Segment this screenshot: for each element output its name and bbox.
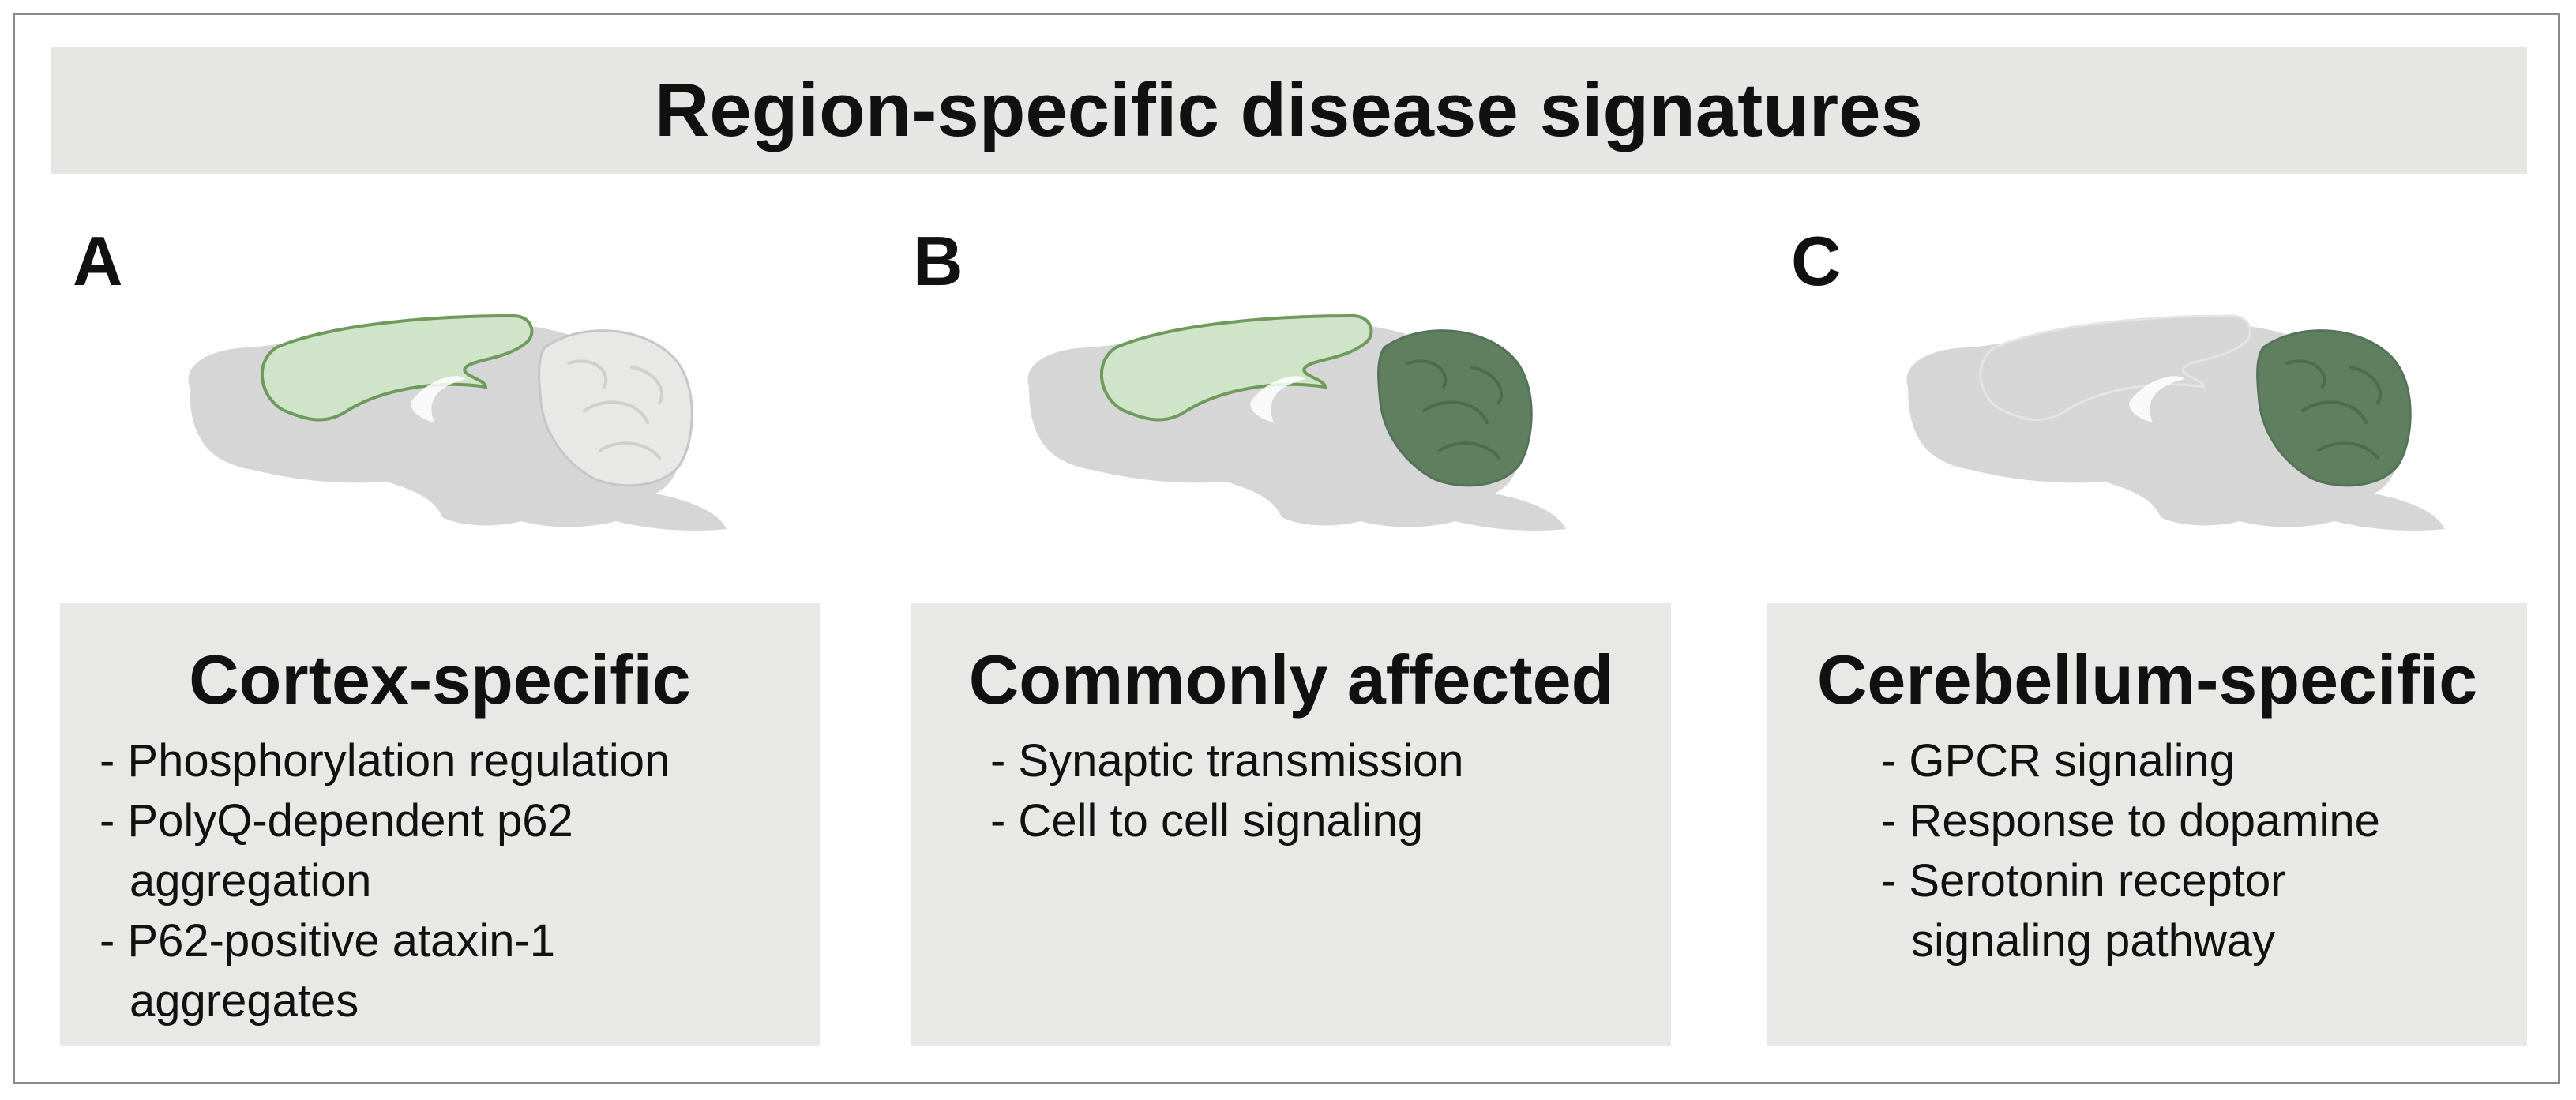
brain-illustration-b (1027, 313, 1566, 531)
panel-box-a: Cortex-specific - Phosphorylation regula… (60, 603, 820, 1046)
title-banner: Region-specific disease signatures (51, 47, 2527, 174)
cerebellum-folia (567, 359, 664, 460)
cortex-region (1979, 314, 2251, 422)
list-item: - Phosphorylation regulation (100, 735, 670, 787)
list-item: - P62-positive ataxin-1 aggregates (100, 915, 556, 1027)
list-item: - GPCR signaling (1881, 735, 2236, 787)
cortex-region (261, 313, 534, 422)
cerebellum-region (2256, 329, 2412, 487)
panel-letter-c: C (1791, 222, 1842, 300)
panel-list-c: - GPCR signaling - Response to dopamine … (1881, 731, 2497, 971)
panel-heading-b: Commonly affected (968, 640, 1614, 719)
cerebellum-folia (1406, 359, 1504, 460)
list-item: - Response to dopamine (1881, 795, 2380, 847)
cortex-region (1100, 313, 1373, 422)
list-item: - Cell to cell signaling (990, 795, 1424, 847)
panel-list-b: - Synaptic transmission - Cell to cell s… (990, 731, 1638, 851)
panel-letter-b: B (913, 222, 963, 300)
ventricle-mark (2129, 376, 2184, 422)
panel-letter-a: A (73, 222, 123, 300)
ventricle-mark (1250, 376, 1305, 422)
brain-illustration-a (188, 313, 727, 531)
panel-box-b: Commonly affected - Synaptic transmissio… (911, 603, 1671, 1046)
list-item: - Synaptic transmission (990, 735, 1464, 787)
panel-heading-a: Cortex-specific (189, 640, 691, 719)
brain-illustration-c (1906, 314, 2445, 531)
ventricle-mark (411, 376, 466, 422)
list-item: - Serotonin receptor signaling pathway (1881, 855, 2286, 967)
panel-box-c: Cerebellum-specific - GPCR signaling - R… (1767, 603, 2527, 1046)
cerebellum-region (538, 329, 693, 487)
figure-title: Region-specific disease signatures (655, 68, 1923, 152)
panel-list-a: - Phosphorylation regulation - PolyQ-dep… (100, 731, 794, 1031)
cerebellum-region (1377, 329, 1533, 487)
panel-heading-c: Cerebellum-specific (1816, 640, 2478, 719)
cerebellum-folia (2285, 359, 2383, 460)
list-item: - PolyQ-dependent p62 aggregation (100, 795, 573, 907)
